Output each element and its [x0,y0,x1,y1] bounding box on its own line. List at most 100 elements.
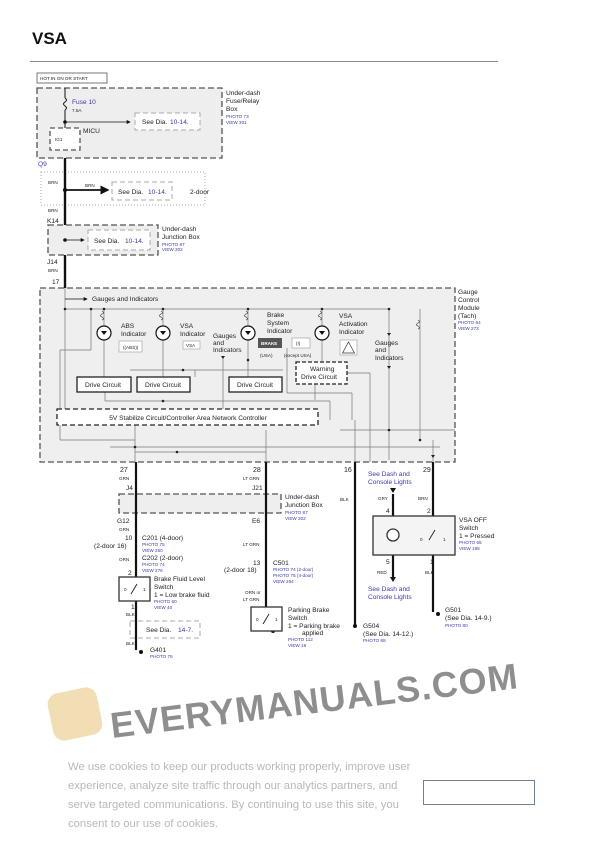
dash-lights-link[interactable]: Console Lights [368,479,412,486]
wire-color: BLK [126,612,136,617]
pin-17: 17 [52,279,60,286]
switch-pos-0: 0 [124,587,127,592]
fuse-icon [63,88,67,111]
view-link[interactable]: VIEW 302 [162,247,183,252]
photo-link[interactable]: PHOTO 87 [285,510,308,515]
dash-lights-link[interactable]: See Dash and [368,586,410,593]
view-link[interactable]: VIEW 198 [459,546,480,551]
junction-box-label: Under-dash [285,494,320,501]
warning-drive-label: Warning [310,366,335,373]
micu-box [49,127,81,151]
connector-c202: C202 (2-door) [142,555,183,562]
wire-color: RED [377,570,387,575]
junction-box-bottom [118,493,282,514]
photo-link[interactable]: PHOTO 75 [142,542,165,547]
view-link[interactable]: VIEW 40 [154,605,173,610]
warning-drive-circuit [295,361,348,385]
vsa-off-label: 1 = Pressed [459,533,495,540]
watermark-text: EVERYMANUALS.COM [108,655,521,746]
brake-indicator-label: System [267,320,289,327]
brake-fluid-switch-label: Brake Fluid Level [154,576,205,583]
photo-link[interactable]: PHOTO 65 [459,540,482,545]
watermark-logo [47,687,103,741]
vsa-indicator-label: Indicator [180,331,206,338]
gauges-indicators-label: and [375,347,386,354]
photo-link[interactable]: PHOTO 74 [142,562,165,567]
drive-circuit-brake [228,376,283,393]
pin-13: 13 [253,560,261,567]
ground-g401: G401 [150,647,166,654]
photo-link[interactable]: PHOTO 60 [154,599,177,604]
connector-g12: G12 [117,518,130,525]
view-link[interactable]: VIEW 301 [226,120,247,125]
pin-29: 29 [423,467,431,474]
dash-lights-link[interactable]: Console Lights [368,594,412,601]
photo-link[interactable]: PHOTO 87 [162,242,185,247]
view-link[interactable]: VIEW 250 [142,548,163,553]
dia-10-14-link[interactable]: 10-14. [170,119,189,126]
module-label: Gauge [458,289,478,296]
pin-10: 10 [125,535,133,542]
page-title: VSA [32,29,67,48]
dash-lights-link[interactable]: See Dash and [368,471,410,478]
watermark: EVERYMANUALS.COM [47,655,521,746]
dia-14-12-link[interactable]: 14-12. [392,631,411,638]
pin-5: 5 [386,559,390,566]
connector-j14: J14 [47,259,58,266]
wire-color: ORN or [245,590,261,595]
view-link[interactable]: VIEW 18 [288,643,307,648]
dia-10-14-link[interactable]: 10-14. [148,189,167,196]
view-link[interactable]: VIEW 302 [285,516,306,521]
vsa-indicator-label: VSA [180,323,194,330]
photo-link[interactable]: PHOTO 80 [445,623,468,628]
abs-icon-glyph: ((ABS)) [123,345,139,350]
module-label: Control [458,297,480,304]
wire-color: BRN [48,208,58,213]
gauges-indicators-label: Gauges [375,340,399,347]
photo-link[interactable]: PHOTO 112 [288,637,313,642]
cookie-notice: We use cookies to keep our products work… [68,761,411,830]
ground-g501: G501 [445,607,461,614]
junction-box-label: Under-dash [162,226,197,233]
view-link[interactable]: VIEW 273 [458,326,479,331]
dia-14-9-link[interactable]: 14-9. [474,615,489,622]
view-link[interactable]: VIEW 276 [142,568,163,573]
parking-brake-label: applied [302,630,324,637]
see-dia-label: See Dia. [118,189,143,196]
vsa-off-switch [372,515,456,556]
parking-brake-label: Parking Brake [288,607,330,614]
brake-indicator-label: Indicator [267,328,293,335]
wire-color: BRN [85,183,95,188]
wire-color: ORN [119,557,129,562]
view-link[interactable]: VIEW 264 [273,579,294,584]
cookie-accept-button[interactable] [423,780,535,805]
vsa-off-indicator-icon [386,528,400,542]
two-door-pin: (2-door 16) [94,543,127,550]
abs-icon [118,340,143,353]
photo-link[interactable]: PHOTO 76 [150,654,173,659]
pin-1: 1 [131,604,135,611]
parking-brake-label: 1 = Parking brake [288,623,340,630]
micu-label: MICU [83,128,100,135]
photo-link[interactable]: PHOTO 64 [458,320,481,325]
photo-link[interactable]: PHOTO 88 [363,638,386,643]
dia-10-14-link[interactable]: 10-14. [125,238,144,245]
dia-14-7-link[interactable]: 14-7. [178,627,193,634]
wire-color: GRY [378,496,388,501]
vsa-off-label: Switch [459,525,479,532]
gauge-control-module-box [39,287,456,463]
two-door-pin: (2-door 18) [224,567,257,574]
wire-color: BRN [48,180,58,185]
switch-pos-1: 1 [143,587,146,592]
photo-link[interactable]: PHOTO 75 (4-door) [273,573,314,578]
vsa-activation-label: VSA [339,313,353,320]
photo-link[interactable]: PHOTO 73 [226,114,249,119]
photo-link[interactable]: PHOTO 74 (2-door) [273,567,314,572]
connector-q9: Q9 [38,161,47,168]
wire-color: BRN [48,268,58,273]
abs-indicator-label: Indicator [121,331,147,338]
title-divider [30,61,498,62]
fusebox-label: Box [226,106,238,113]
drive-circuit-vsa [136,376,191,393]
brake-icon-text: BRAKE [261,341,277,346]
